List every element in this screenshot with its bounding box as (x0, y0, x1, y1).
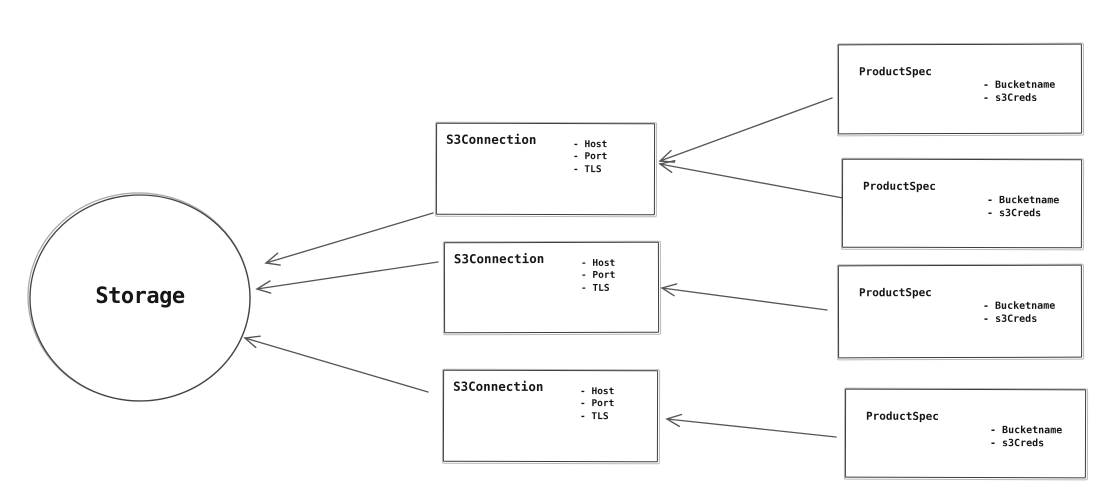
productspec-node-3: ProductSpec - Bucketname - s3Creds (837, 264, 1083, 359)
s3connection-attributes: - Host - Port - TLS (580, 386, 614, 423)
attribute-s3creds: - s3Creds (983, 314, 1038, 326)
storage-circle (29, 194, 251, 402)
attribute-bucketname: - Bucketname (982, 79, 1056, 91)
s3connection-title: S3Connection (446, 131, 537, 147)
attribute-host: - Host (580, 257, 616, 269)
attribute-bucketname: - Bucketname (986, 195, 1060, 207)
productspec-title: ProductSpec (863, 179, 936, 193)
attribute-bucketname: - Bucketname (989, 425, 1063, 437)
attribute-s3creds: - s3Creds (989, 438, 1045, 450)
s3connection-node-1: S3Connection - Host - Port - TLS (435, 122, 656, 216)
productspec-attributes: - Bucketname - s3Creds (983, 300, 1055, 327)
attribute-tls: - TLS (580, 282, 610, 294)
attribute-tls: - TLS (572, 163, 602, 175)
productspec-title: ProductSpec (866, 409, 939, 423)
arrow-productspec4-to-s3connection3 (665, 413, 837, 438)
storage-label: Storage (95, 284, 185, 309)
arrow-productspec1-to-s3connection1 (658, 97, 833, 163)
storage-circle-sketch-stroke (27, 192, 251, 402)
attribute-bucketname: - Bucketname (982, 300, 1056, 312)
arrow-s3connection1-to-storage (264, 212, 434, 266)
productspec-node-4: ProductSpec - Bucketname - s3Creds (844, 388, 1087, 479)
arrow-productspec3-to-s3connection2 (660, 283, 828, 311)
s3connection-title: S3Connection (453, 378, 544, 394)
productspec-node-1: ProductSpec - Bucketname - s3Creds (837, 43, 1083, 135)
productspec-title: ProductSpec (858, 286, 932, 300)
attribute-port: - Port (573, 151, 608, 163)
productspec-attributes: - Bucketname - s3Creds (990, 424, 1062, 451)
attribute-port: - Port (580, 270, 616, 282)
attribute-port: - Port (580, 398, 615, 410)
productspec-attributes: - Bucketname - s3Creds (983, 79, 1055, 106)
s3connection-node-3: S3Connection - Host - Port - TLS (442, 369, 659, 463)
attribute-tls: - TLS (579, 410, 609, 422)
productspec-node-2: ProductSpec - Bucketname - s3Creds (841, 158, 1083, 249)
attribute-host: - Host (573, 139, 608, 151)
arrow-s3connection3-to-storage (243, 335, 429, 393)
arrow-productspec2-to-s3connection1 (658, 159, 844, 199)
s3connection-attributes: - Host - Port - TLS (581, 258, 615, 295)
s3connection-attributes: - Host - Port - TLS (573, 139, 607, 176)
productspec-title: ProductSpec (858, 65, 932, 79)
attribute-host: - Host (580, 386, 615, 398)
attribute-s3creds: - s3Creds (986, 208, 1042, 220)
attribute-s3creds: - s3Creds (983, 93, 1038, 105)
arrow-s3connection2-to-storage (255, 261, 439, 294)
s3connection-node-2: S3Connection - Host - Port - TLS (443, 241, 660, 334)
productspec-attributes: - Bucketname - s3Creds (987, 194, 1059, 221)
s3connection-title: S3Connection (453, 251, 545, 267)
